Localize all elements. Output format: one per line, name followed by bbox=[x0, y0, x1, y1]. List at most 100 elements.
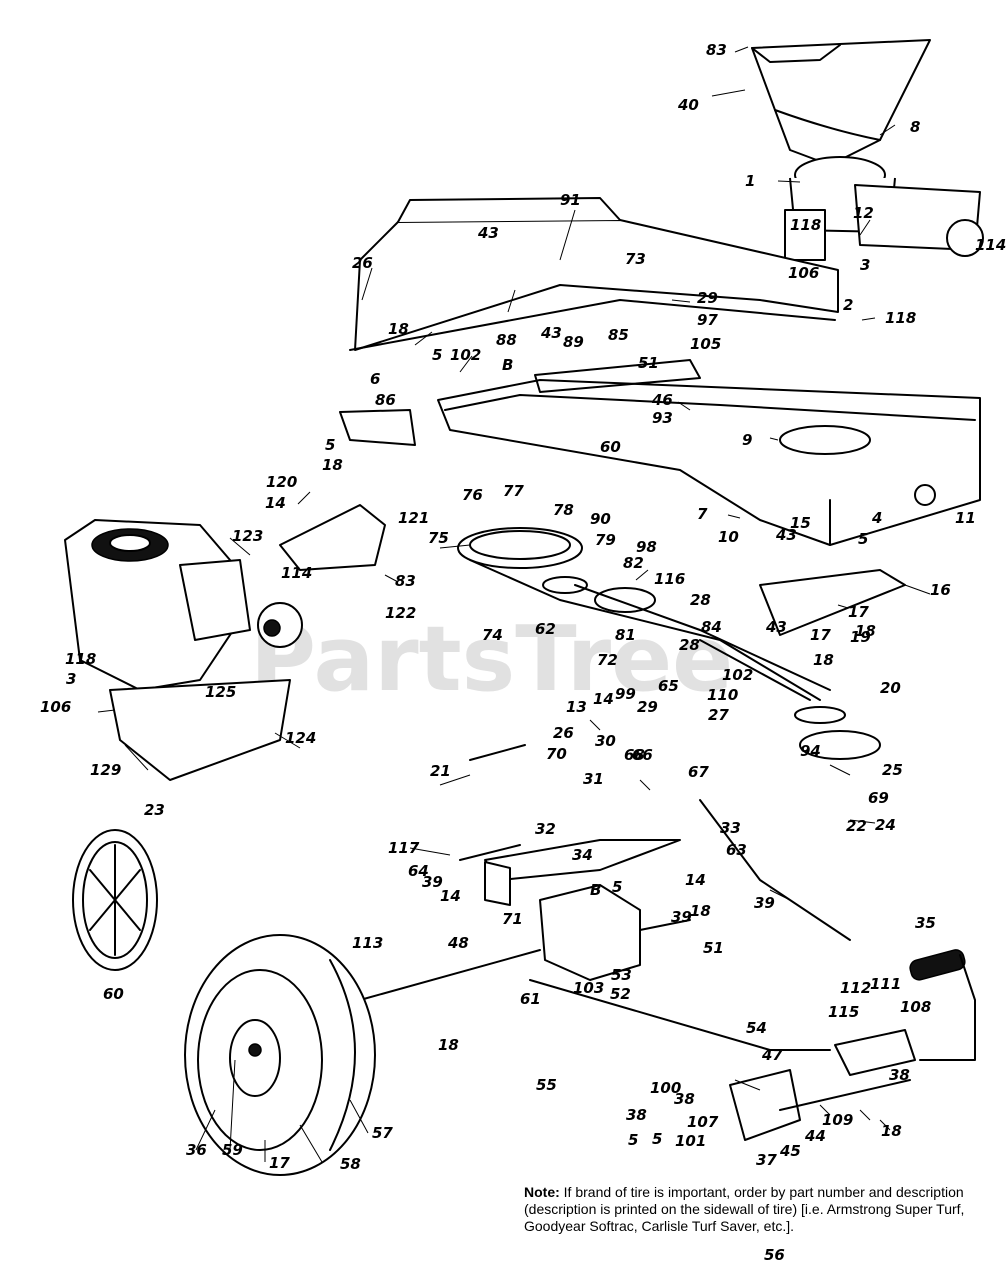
callout-52: 52 bbox=[610, 985, 631, 1003]
callout-35: 35 bbox=[915, 914, 936, 932]
tire-note: Note: If brand of tire is important, ord… bbox=[524, 1184, 974, 1235]
callout-32: 32 bbox=[535, 820, 556, 838]
callout-71: 71 bbox=[502, 910, 523, 928]
callout-18: 18 bbox=[388, 320, 409, 338]
callout-14: 14 bbox=[593, 690, 614, 708]
callout-12: 12 bbox=[853, 204, 874, 222]
callout-108: 108 bbox=[900, 998, 931, 1016]
callout-82: 82 bbox=[623, 554, 644, 572]
callout-2: 2 bbox=[843, 296, 853, 314]
callout-22: 22 bbox=[846, 817, 867, 835]
callout-86: 86 bbox=[375, 391, 396, 409]
callout-75: 75 bbox=[428, 529, 449, 547]
callout-70: 70 bbox=[546, 745, 567, 763]
callout-1: 1 bbox=[745, 172, 755, 190]
callout-43: 43 bbox=[540, 324, 562, 342]
callout-28: 28 bbox=[679, 636, 700, 654]
callout-19: 19 bbox=[850, 628, 871, 646]
callout-43: 43 bbox=[477, 224, 499, 242]
callout-65: 65 bbox=[658, 677, 679, 695]
callout-43: 43 bbox=[765, 618, 787, 636]
callout-15: 15 bbox=[790, 514, 811, 532]
callout-37: 37 bbox=[756, 1151, 777, 1169]
callout-69: 69 bbox=[868, 789, 889, 807]
callout-38: 38 bbox=[626, 1106, 647, 1124]
callout-117: 117 bbox=[388, 839, 420, 857]
callout-B: B bbox=[590, 881, 601, 899]
callout-B: B bbox=[502, 356, 513, 374]
hopper-assembly bbox=[751, 39, 984, 261]
callout-18: 18 bbox=[690, 902, 711, 920]
callout-18: 18 bbox=[438, 1036, 459, 1054]
callout-18: 18 bbox=[322, 456, 343, 474]
callout-21: 21 bbox=[430, 762, 451, 780]
callout-29: 29 bbox=[637, 698, 658, 716]
callout-73: 73 bbox=[625, 250, 646, 268]
callout-93: 93 bbox=[652, 409, 673, 427]
callout-79: 79 bbox=[595, 531, 616, 549]
brackets bbox=[279, 409, 526, 861]
callout-30: 30 bbox=[595, 732, 616, 750]
callout-8: 8 bbox=[910, 118, 920, 136]
callout-72: 72 bbox=[597, 651, 618, 669]
callout-39: 39 bbox=[754, 894, 775, 912]
callout-58: 58 bbox=[340, 1155, 361, 1173]
callout-18: 18 bbox=[813, 651, 834, 669]
callout-5: 5 bbox=[432, 346, 442, 364]
callout-110: 110 bbox=[707, 686, 738, 704]
callout-122: 122 bbox=[385, 604, 416, 622]
callout-89: 89 bbox=[563, 333, 584, 351]
callout-56: 56 bbox=[764, 1246, 785, 1264]
callout-107: 107 bbox=[687, 1113, 719, 1131]
callout-5: 5 bbox=[652, 1130, 662, 1148]
callout-23: 23 bbox=[144, 801, 165, 819]
watermark: PartsTree bbox=[250, 607, 733, 712]
callout-112: 112 bbox=[840, 979, 871, 997]
callout-63: 63 bbox=[726, 841, 747, 859]
callout-114: 114 bbox=[281, 564, 312, 582]
note-label: Note: bbox=[524, 1184, 560, 1200]
callout-44: 44 bbox=[804, 1127, 826, 1145]
callout-36: 36 bbox=[186, 1141, 207, 1159]
callout-20: 20 bbox=[880, 679, 901, 697]
callout-33: 33 bbox=[720, 819, 741, 837]
callout-5: 5 bbox=[858, 530, 868, 548]
callout-74: 74 bbox=[482, 626, 503, 644]
callout-83: 83 bbox=[706, 41, 727, 59]
callout-24: 24 bbox=[875, 816, 896, 834]
callout-120: 120 bbox=[266, 473, 297, 491]
shift-linkage bbox=[529, 799, 976, 1141]
callout-14: 14 bbox=[440, 887, 461, 905]
callout-45: 45 bbox=[779, 1142, 801, 1160]
callout-13: 13 bbox=[566, 698, 587, 716]
callout-40: 40 bbox=[677, 96, 699, 114]
callout-67: 67 bbox=[688, 763, 709, 781]
callout-46: 46 bbox=[651, 391, 673, 409]
callout-109: 109 bbox=[822, 1111, 853, 1129]
callout-129: 129 bbox=[90, 761, 121, 779]
callout-27: 27 bbox=[708, 706, 729, 724]
callout-125: 125 bbox=[205, 683, 236, 701]
callout-113: 113 bbox=[352, 934, 383, 952]
callout-102: 102 bbox=[450, 346, 481, 364]
callout-17: 17 bbox=[848, 603, 869, 621]
callout-18: 18 bbox=[881, 1122, 902, 1140]
callout-17: 17 bbox=[269, 1154, 290, 1172]
callout-91: 91 bbox=[560, 191, 581, 209]
callout-97: 97 bbox=[697, 311, 718, 329]
callout-51: 51 bbox=[638, 354, 659, 372]
callout-106: 106 bbox=[40, 698, 71, 716]
callout-98: 98 bbox=[636, 538, 657, 556]
callout-55: 55 bbox=[536, 1076, 557, 1094]
callout-25: 25 bbox=[882, 761, 903, 779]
callout-18: 18 bbox=[855, 622, 876, 640]
callout-5: 5 bbox=[325, 436, 335, 454]
callout-10: 10 bbox=[718, 528, 739, 546]
callout-76: 76 bbox=[462, 486, 483, 504]
callout-88: 88 bbox=[496, 331, 517, 349]
callout-31: 31 bbox=[583, 770, 604, 788]
callout-124: 124 bbox=[285, 729, 316, 747]
callout-100: 100 bbox=[650, 1079, 681, 1097]
transmission bbox=[359, 839, 691, 1001]
callout-59: 59 bbox=[222, 1141, 243, 1159]
